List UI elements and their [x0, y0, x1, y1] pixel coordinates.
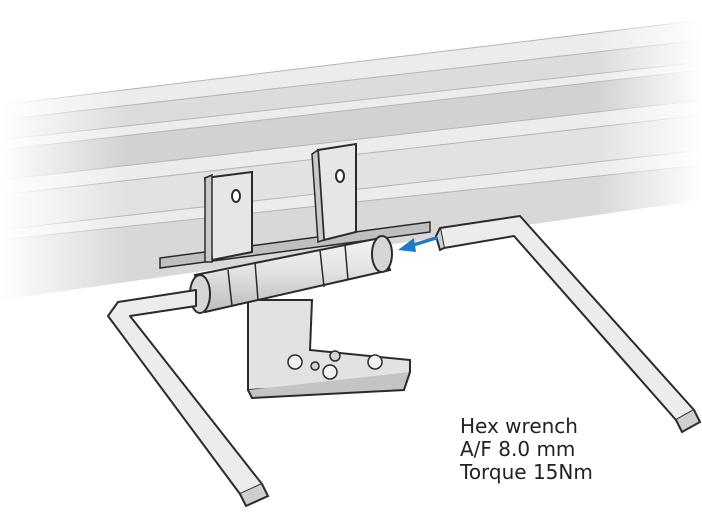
callout-line-tool: Hex wrench: [460, 414, 578, 438]
wrench-spec-callout: Hex wrench A/F 8.0 mm Torque 15Nm: [460, 415, 593, 484]
callout-line-size: A/F 8.0 mm: [460, 437, 576, 461]
right-hex-wrench: [434, 215, 702, 434]
left-bracket-plate: [203, 170, 253, 263]
arrow-left-icon: [398, 236, 438, 252]
foot-screws: [287, 350, 383, 380]
left-hex-wrench: [107, 289, 270, 508]
callout-line-torque: Torque 15Nm: [460, 460, 593, 484]
right-bracket-plate: [311, 142, 357, 244]
foot-bracket: [247, 299, 411, 400]
hinge-barrel: [189, 235, 393, 314]
